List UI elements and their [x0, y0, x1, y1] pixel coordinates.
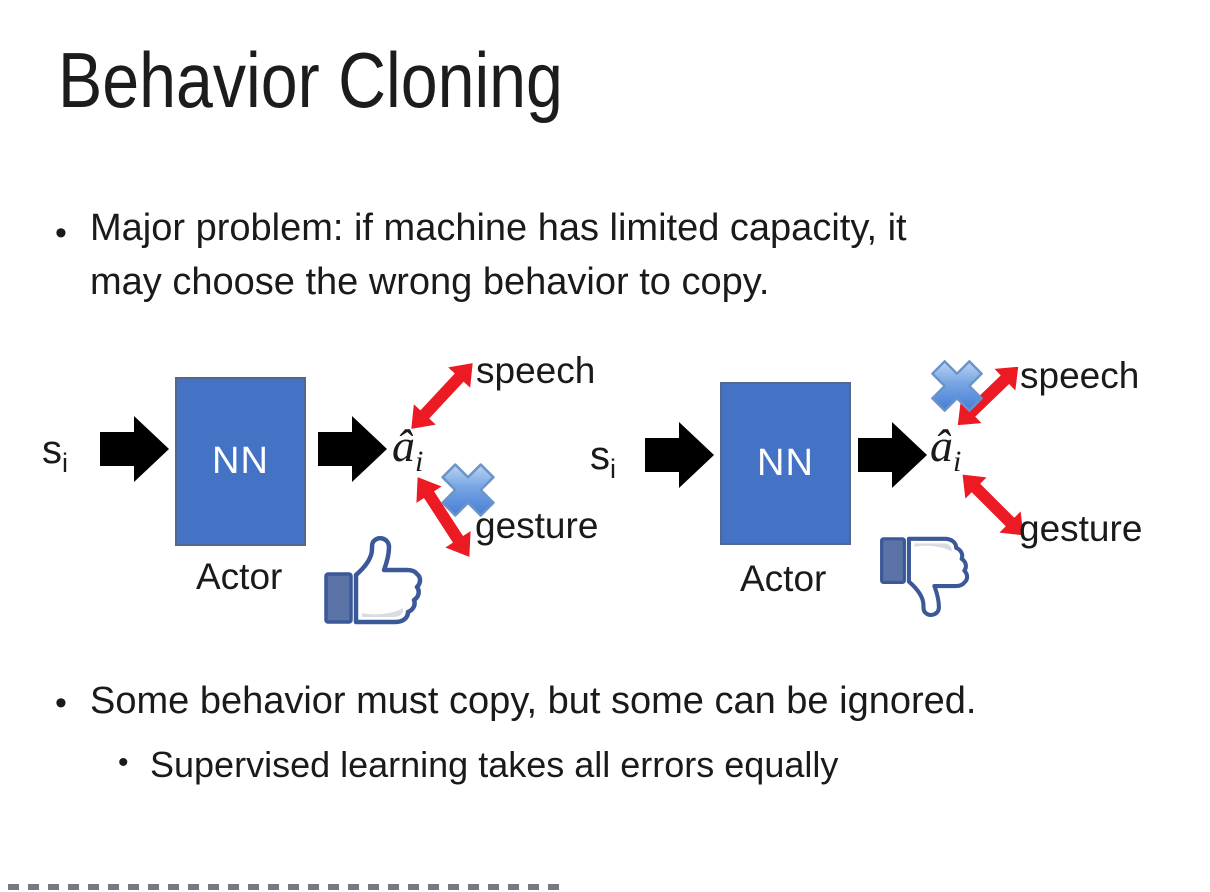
right-speech-double-arrow-icon [957, 366, 1019, 426]
right-actor-label: Actor [740, 558, 827, 599]
right-gesture-label: gesture [1019, 508, 1143, 549]
right-input-arrow-icon [645, 422, 714, 488]
left-actor-label: Actor [196, 556, 283, 597]
page-title: Behavior Cloning [58, 36, 563, 124]
right-cross-out-icon [931, 360, 983, 412]
action-symbol: â [392, 420, 415, 471]
state-symbol: s [590, 434, 610, 478]
state-subscript: i [610, 454, 616, 484]
bullet-line-1: Major problem: if machine has limited ca… [90, 207, 907, 249]
bullet-line-2: may choose the wrong behavior to copy. [90, 261, 770, 303]
right-output-arrow-icon [858, 422, 927, 488]
bullet-major-problem: Major problem: if machine has limited ca… [90, 201, 907, 309]
bullet-some-behavior: Some behavior must copy, but some can be… [90, 680, 977, 722]
left-output-arrow-icon [318, 416, 387, 482]
thumbs-up-icon [324, 536, 423, 625]
nn-label: NN [212, 440, 269, 482]
left-gesture-label: gesture [475, 505, 599, 546]
bullet-marker: • [55, 214, 67, 252]
left-speech-label: speech [476, 350, 596, 391]
action-subscript: i [953, 445, 962, 479]
left-gesture-double-arrow-icon [416, 477, 471, 557]
left-cross-out-icon [441, 463, 495, 517]
right-speech-label: speech [1020, 355, 1140, 396]
right-state-label: si [590, 434, 616, 485]
right-gesture-double-arrow-icon [962, 474, 1024, 536]
left-state-label: si [42, 428, 68, 479]
right-action-label: âi [930, 419, 961, 479]
bullet-supervised-learning: Supervised learning takes all errors equ… [150, 744, 839, 785]
clipped-text-remnant [8, 884, 568, 890]
nn-label: NN [757, 442, 814, 484]
right-nn-box: NN [720, 382, 851, 545]
left-speech-double-arrow-icon [411, 363, 473, 429]
state-subscript: i [62, 448, 68, 478]
action-subscript: i [415, 445, 424, 479]
bullet-marker: • [55, 684, 67, 722]
left-nn-box: NN [175, 377, 306, 546]
left-action-label: âi [392, 419, 423, 479]
thumbs-down-icon [880, 536, 970, 617]
sub-bullet-marker: • [118, 746, 129, 779]
action-symbol: â [930, 420, 953, 471]
state-symbol: s [42, 428, 62, 472]
left-input-arrow-icon [100, 416, 169, 482]
